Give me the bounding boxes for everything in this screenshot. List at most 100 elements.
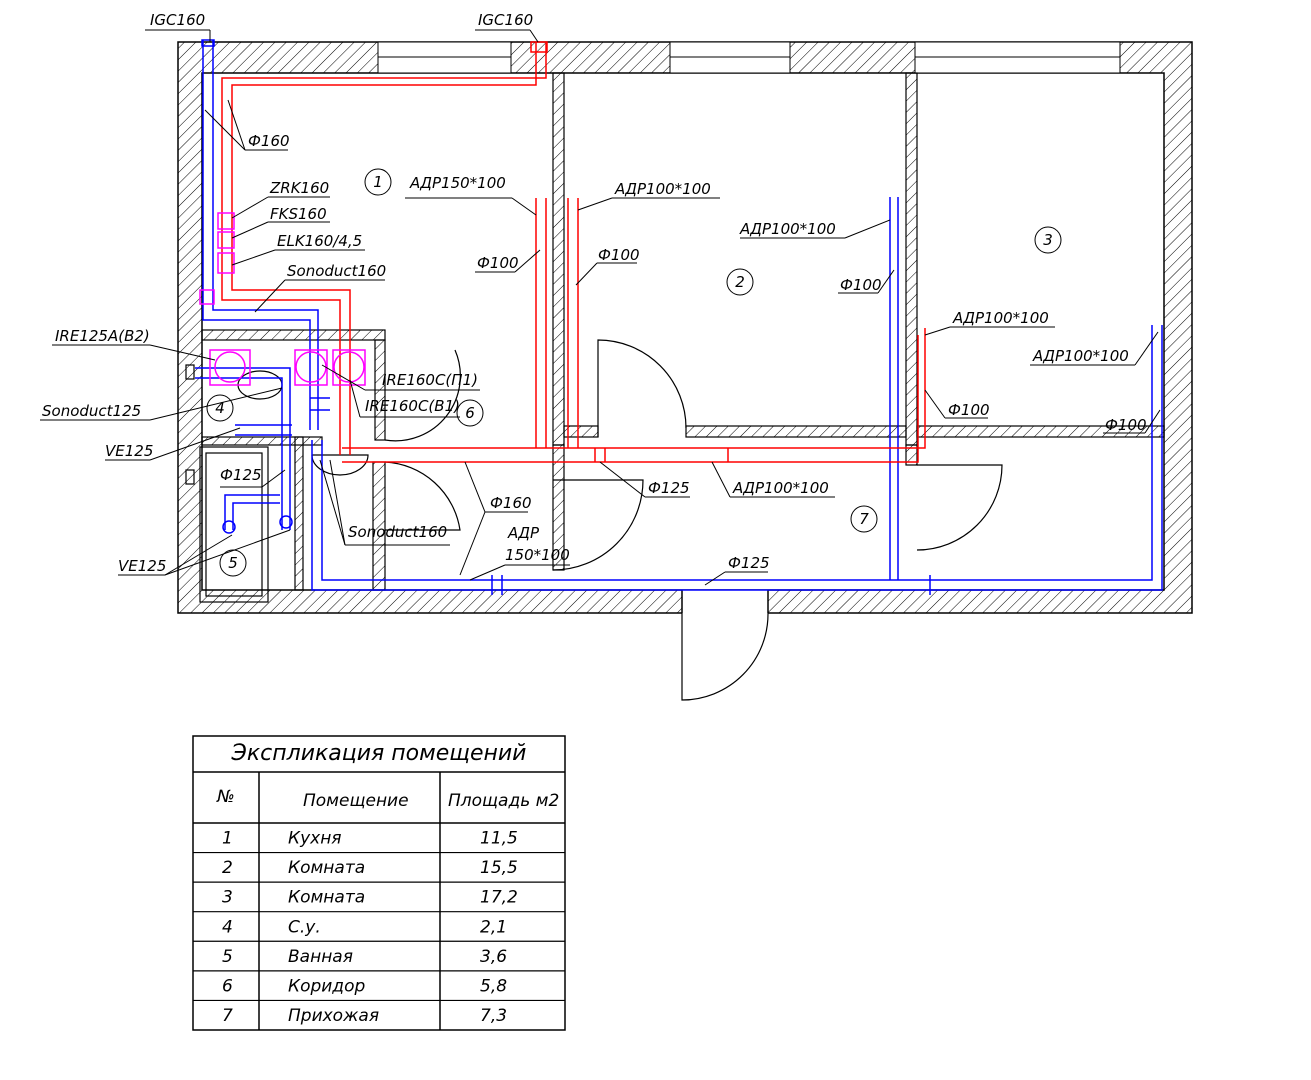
- label-adr100-room2-right: АДР100*100: [739, 220, 836, 238]
- supply-ducts: [221, 41, 926, 463]
- label-phi125-corridor: Ф125: [648, 479, 690, 497]
- table-cell-room: Прихожая: [288, 1006, 379, 1026]
- table-cell-number: 6: [222, 976, 233, 996]
- supply-top: [221, 42, 547, 455]
- exhaust-bath: [224, 494, 280, 530]
- label-phi125-bath: Ф125: [220, 466, 262, 484]
- door-room3: [916, 464, 1003, 551]
- label-ire160c-p1: IRE160C(П1): [382, 371, 478, 389]
- outer-walls: [177, 41, 1193, 614]
- table-cell-room: Комната: [288, 858, 365, 878]
- doors: [384, 339, 1003, 701]
- wall-bath-top: [201, 436, 323, 446]
- label-phi160-top: Ф160: [248, 132, 290, 150]
- door-wc: [384, 349, 461, 442]
- label-zrk160: ZRK160: [269, 179, 329, 197]
- label-phi125-bottom: Ф125: [728, 554, 770, 572]
- table-cell-number: 2: [222, 858, 233, 878]
- entrance-gap: [682, 590, 768, 614]
- table-cell-number: 5: [222, 947, 233, 967]
- room-number-4: 4: [215, 399, 225, 417]
- label-sonoduct160-bottom: Sonoduct160: [348, 523, 447, 541]
- label-adr-bottom-1: АДР: [507, 524, 540, 542]
- label-ve125-a: VE125: [105, 442, 153, 460]
- supply-room2-riser: [567, 198, 579, 448]
- room-numbers: [206, 168, 1062, 577]
- room-number-6: 6: [465, 404, 475, 422]
- label-adr150-top: АДР150*100: [409, 174, 506, 192]
- walls: [177, 41, 1193, 614]
- table-cell-area: 15,5: [480, 858, 518, 878]
- fan-ire125a: [209, 349, 251, 386]
- wall-room2-bottom: [563, 425, 599, 438]
- door-room2: [597, 339, 687, 437]
- label-phi100-d: Ф100: [948, 401, 990, 419]
- table-cell-area: 11,5: [480, 829, 518, 849]
- room-number-1: 1: [373, 173, 383, 191]
- label-igc-left: IGC160: [150, 11, 205, 29]
- table-cell-number: 3: [222, 888, 233, 908]
- label-phi100-e: Ф100: [1105, 416, 1147, 434]
- wall-room3-bottom: [916, 425, 1165, 438]
- table-cell-number: 4: [222, 917, 233, 937]
- table-cell-area: 7,3: [480, 1006, 507, 1026]
- explication-table: Экспликация помещений № Помещение Площад…: [192, 735, 566, 1031]
- table-cell-room: С.у.: [288, 917, 321, 937]
- table-cell-room: Кухня: [288, 829, 342, 849]
- label-elk160: ELK160/4,5: [277, 232, 362, 250]
- label-igc-right: IGC160: [478, 11, 533, 29]
- wall-wc-top: [201, 329, 386, 341]
- room-number-7: 7: [859, 510, 869, 528]
- duct-labels: IGC160 IGC160 Ф160 ZRK160 FKS160 ELK160/…: [42, 11, 1147, 575]
- label-phi100-a: Ф100: [477, 254, 519, 272]
- label-ve125-b: VE125: [118, 557, 166, 575]
- label-sonoduct160-top: Sonoduct160: [287, 262, 386, 280]
- elk160: [217, 252, 235, 274]
- table-title: Экспликация помещений: [231, 741, 527, 766]
- label-phi100-b: Ф100: [598, 246, 640, 264]
- fks160: [217, 231, 235, 249]
- sink: [311, 454, 369, 476]
- exhaust-wc: [195, 367, 291, 530]
- table-header-room: Помещение: [303, 791, 409, 811]
- supply-kitchen-riser: [535, 198, 547, 448]
- label-phi160-corridor: Ф160: [490, 494, 532, 512]
- leader-lines: [40, 29, 1161, 586]
- exhaust-main-bottom: [311, 325, 1163, 591]
- zrk160: [217, 212, 235, 230]
- door-entrance: [681, 612, 769, 701]
- label-adr-bottom-2: 150*100: [505, 546, 570, 564]
- exhaust-ducts: [195, 39, 1163, 595]
- door-bath: [384, 461, 461, 531]
- label-fks160: FKS160: [270, 205, 327, 223]
- room-number-2: 2: [735, 273, 745, 291]
- table-cell-area: 17,2: [480, 888, 518, 908]
- table-cell-number: 7: [222, 1006, 233, 1026]
- table-cell-area: 5,8: [480, 976, 507, 996]
- table-cell-room: Комната: [288, 888, 365, 908]
- label-ire125a: IRE125A(В2): [55, 327, 150, 345]
- table-header-number: №: [216, 787, 235, 807]
- table-cell-area: 2,1: [480, 917, 507, 937]
- exhaust-room2: [889, 197, 899, 580]
- room-number-3: 3: [1043, 231, 1053, 249]
- exhaust-riser-left: [202, 40, 319, 430]
- wall-room2-room3: [905, 72, 918, 446]
- table-cell-room: Ванная: [288, 947, 353, 967]
- label-ire160c-b1: IRE160C(В1): [365, 397, 460, 415]
- label-adr100-corridor: АДР100*100: [732, 479, 829, 497]
- fan-ire160c-p1: [294, 349, 328, 386]
- table-cell-room: Коридор: [288, 976, 365, 996]
- wall-kitchen-room2: [552, 72, 565, 446]
- table-header-area: Площадь м2: [448, 791, 559, 811]
- door-kitchen: [552, 479, 644, 571]
- fan-ire160c-b1: [332, 349, 366, 386]
- bathtub: [199, 446, 269, 603]
- label-adr100-room3-left: АДР100*100: [952, 309, 1049, 327]
- table-cell-area: 3,6: [480, 947, 507, 967]
- label-adr100-room3-right: АДР100*100: [1032, 347, 1129, 365]
- label-phi100-c: Ф100: [840, 276, 882, 294]
- table-cell-number: 1: [222, 829, 233, 849]
- label-adr100-room2-left: АДР100*100: [614, 180, 711, 198]
